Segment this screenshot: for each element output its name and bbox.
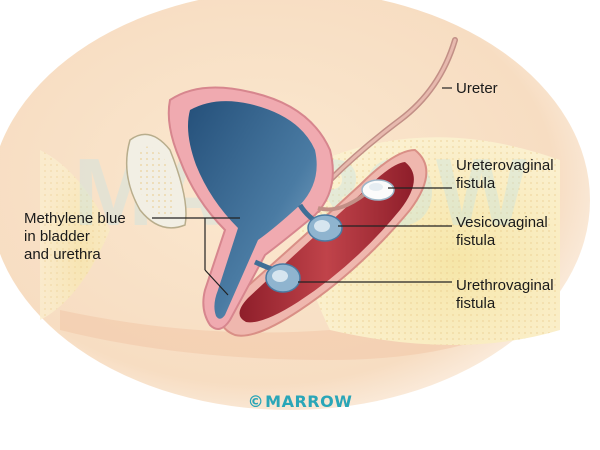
label-urethrovaginal-line2: fistula bbox=[456, 295, 496, 312]
label-ureterovaginal-line1: Ureterovaginal bbox=[456, 157, 554, 174]
ureterovaginal-fistula bbox=[317, 179, 395, 212]
label-ureterovaginal-line2: fistula bbox=[456, 175, 496, 192]
brand-logo: ©MARROW bbox=[0, 392, 600, 411]
label-vesicovaginal-fistula: Vesicovaginal fistula bbox=[456, 214, 548, 250]
brand-name: MARROW bbox=[265, 392, 353, 411]
bladder-organ bbox=[167, 86, 334, 330]
label-ureterovaginal-fistula: Ureterovaginal fistula bbox=[456, 157, 554, 193]
label-vesicovaginal-line2: fistula bbox=[456, 232, 496, 249]
vesicovaginal-fistula bbox=[297, 203, 343, 242]
label-vesicovaginal-line1: Vesicovaginal bbox=[456, 214, 548, 231]
label-urethrovaginal-line1: Urethrovaginal bbox=[456, 277, 554, 294]
methylene-dye bbox=[188, 101, 317, 319]
label-methylene-line1: Methylene blue bbox=[24, 210, 126, 227]
leader-lines bbox=[152, 87, 452, 296]
label-methylene-line3: and urethra bbox=[24, 246, 101, 263]
pubic-bone bbox=[125, 133, 187, 229]
label-methylene-blue: Methylene blue in bladder and urethra bbox=[24, 210, 126, 264]
urethrovaginal-fistula bbox=[253, 259, 301, 293]
copyright-symbol: © bbox=[247, 392, 265, 411]
label-methylene-line2: in bladder bbox=[24, 228, 90, 245]
label-ureter: Ureter bbox=[456, 80, 498, 97]
label-urethrovaginal-fistula: Urethrovaginal fistula bbox=[456, 277, 554, 313]
